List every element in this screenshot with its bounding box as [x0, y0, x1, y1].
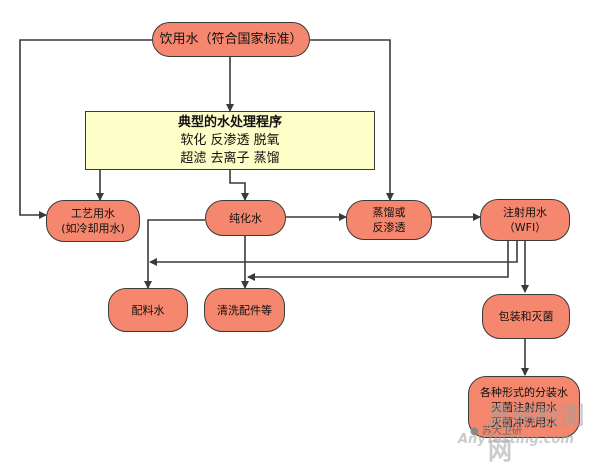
- node-final-products: 各种形式的分装水 灭菌注射用水 灭菌冲洗用水: [468, 376, 580, 438]
- node-industrial-water: 工艺用水 (如冷却用水): [46, 200, 140, 242]
- process-title: 典型的水处理程序: [177, 114, 282, 130]
- edge-wfi-to-batching: [149, 241, 518, 266]
- node-distilled: 蒸馏或 反渗透: [346, 200, 432, 240]
- packaging-label: 包装和灭菌: [498, 310, 554, 323]
- final-line-3: 灭菌冲洗用水: [491, 415, 557, 429]
- node-potable-label: 饮用水（符合国家标准）: [159, 32, 303, 47]
- process-line-1: 软化 反渗透 脱氧: [180, 132, 280, 148]
- watermark-logo: ● 苏大卫研: [470, 422, 522, 437]
- purified-label: 纯化水: [229, 211, 262, 225]
- cleaning-label: 清洗配件等: [217, 303, 272, 317]
- distilled-line-2: 反渗透: [372, 221, 406, 234]
- node-packaging: 包装和灭菌: [482, 294, 570, 339]
- wfi-line-2: （WFI）: [503, 221, 547, 234]
- node-wfi: 注射用水 （WFI）: [480, 199, 570, 241]
- connector-layer: [19, 39, 529, 376]
- edge-wfi-to-cleaning: [247, 241, 509, 281]
- node-cleaning: 清洗配件等: [204, 288, 285, 332]
- node-batching-water: 配料水: [108, 288, 188, 332]
- node-potable-water: 饮用水（符合国家标准）: [152, 22, 310, 57]
- industrial-line-2: (如冷却用水): [61, 222, 125, 235]
- industrial-line-1: 工艺用水: [71, 207, 115, 220]
- edge-process-to-purified: [229, 170, 249, 201]
- distilled-line-1: 蒸馏或: [372, 206, 406, 219]
- final-line-2: 灭菌注射用水: [491, 400, 557, 414]
- edge-potable-to-industrial: [19, 39, 152, 219]
- wfi-line-1: 注射用水: [503, 206, 547, 219]
- node-treatment-process: 典型的水处理程序 软化 反渗透 脱氧 超滤 去离子 蒸馏: [85, 111, 375, 170]
- final-line-1: 各种形式的分装水: [480, 385, 568, 399]
- batching-label: 配料水: [131, 303, 165, 317]
- node-purified-water: 纯化水: [205, 200, 286, 236]
- edge-purified-to-batching: [144, 219, 205, 289]
- wechat-icon: ●: [470, 426, 479, 437]
- edge-potable-to-distilled: [310, 39, 394, 201]
- watermark-site-en: AnyTesting.com: [458, 432, 574, 447]
- watermark-logo-text: 苏大卫研: [481, 426, 522, 437]
- process-line-2: 超滤 去离子 蒸馏: [180, 150, 280, 166]
